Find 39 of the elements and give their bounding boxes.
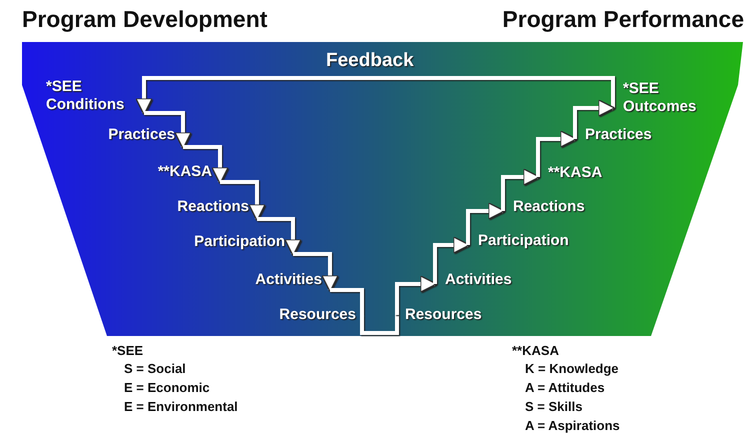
stair-arrow bbox=[395, 275, 438, 315]
stair-arrow bbox=[433, 236, 470, 284]
key-heading: *SEE bbox=[112, 343, 144, 358]
stage-label: Resources bbox=[401, 306, 500, 324]
stair-arrow bbox=[135, 76, 615, 116]
stair-arrow bbox=[501, 168, 540, 211]
heading: Program Development bbox=[22, 6, 268, 33]
key-entry: E = Economic bbox=[124, 380, 210, 395]
stair-arrow bbox=[183, 145, 229, 184]
stage-label: Reactions bbox=[150, 198, 249, 216]
stair-arrow bbox=[536, 130, 578, 177]
stair-arrow bbox=[466, 202, 506, 245]
stage-label: Activities bbox=[225, 271, 322, 289]
edge-label: Feedback bbox=[326, 50, 414, 72]
key-heading: **KASA bbox=[512, 343, 559, 358]
stage-label: Participation bbox=[160, 233, 285, 251]
stair-arrow bbox=[257, 217, 302, 256]
stair-arrow bbox=[293, 252, 339, 292]
key-entry: K = Knowledge bbox=[525, 361, 619, 376]
stair-arrow bbox=[330, 288, 364, 315]
stage-label: Resources bbox=[258, 306, 356, 324]
stage-label: Reactions bbox=[506, 198, 610, 216]
key-entry: S = Skills bbox=[525, 399, 582, 414]
key-entry: E = Environmental bbox=[124, 399, 238, 414]
key-entry: A = Aspirations bbox=[525, 418, 620, 433]
stage-label: Activities bbox=[438, 271, 530, 289]
stage-label: Practices bbox=[85, 126, 175, 144]
stage-label: *SEE Conditions bbox=[30, 78, 136, 114]
stair-arrow bbox=[573, 99, 616, 139]
stage-label: *SEE Outcomes bbox=[616, 80, 722, 116]
stage-label: Practices bbox=[578, 126, 670, 144]
stage-label: **KASA bbox=[541, 164, 625, 182]
stair-arrow bbox=[220, 180, 266, 222]
stage-label: **KASA bbox=[125, 163, 212, 181]
stair-arrow bbox=[144, 111, 192, 150]
heading: Program Performance bbox=[502, 6, 744, 33]
key-entry: A = Attitudes bbox=[525, 380, 605, 395]
stage-label: Participation bbox=[471, 232, 595, 250]
key-entry: S = Social bbox=[124, 361, 186, 376]
